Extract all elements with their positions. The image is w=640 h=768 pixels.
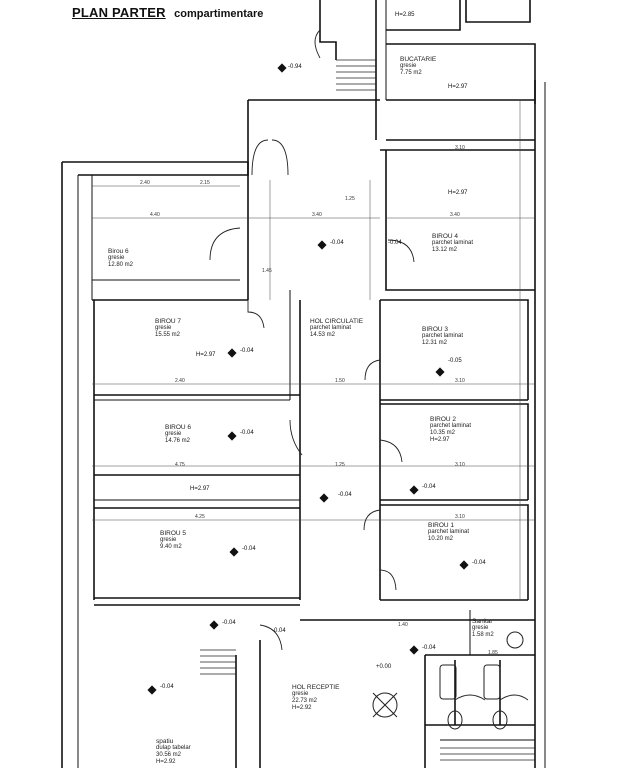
room-name: HOL CIRCULATIE bbox=[310, 318, 364, 325]
dimension-label: 3.40 bbox=[312, 212, 322, 218]
room-area: 14.53 m2 bbox=[310, 332, 336, 338]
plan-title-sub: compartimentare bbox=[174, 8, 264, 20]
height-mark: H=2.97 bbox=[196, 352, 216, 358]
room-birou-7: BIROU 7 gresie 15.55 m2 bbox=[155, 318, 181, 339]
room-area: 10.20 m2 bbox=[428, 536, 454, 542]
room-area: 12.31 m2 bbox=[422, 340, 448, 346]
room-area: 14.76 m2 bbox=[165, 438, 191, 444]
dimension-label: 4.75 bbox=[175, 462, 185, 468]
level-mark: -0.94 bbox=[288, 64, 302, 70]
room-hol-circulatie: HOL CIRCULATIE parchet laminat 14.53 m2 bbox=[310, 318, 363, 339]
room-name: BUCATARIE bbox=[400, 56, 437, 63]
room-floor: dulap tabelar bbox=[156, 745, 191, 751]
room-area: 30.56 m2 bbox=[156, 752, 182, 758]
dimension-label: 1.50 bbox=[335, 378, 345, 384]
level-mark: -0.04 bbox=[272, 628, 286, 634]
level-mark: -0.04 bbox=[330, 240, 344, 246]
room-name: HOL RECEPTIE bbox=[292, 684, 340, 691]
room-floor: gresie bbox=[400, 63, 417, 69]
room-floor: gresie bbox=[292, 691, 309, 697]
level-mark: -0.04 bbox=[388, 240, 402, 246]
room-spatiu: spatiu dulap tabelar 30.56 m2 H=2.92 bbox=[156, 738, 191, 766]
level-mark: -0.04 bbox=[242, 546, 256, 552]
room-area: 1.58 m2 bbox=[472, 632, 494, 638]
room-floor: gresie bbox=[155, 325, 172, 331]
room-area: 13.12 m2 bbox=[432, 247, 458, 253]
dimension-label: 2.40 bbox=[175, 378, 185, 384]
level-mark: -0.04 bbox=[240, 430, 254, 436]
room-floor: parchet laminat bbox=[430, 423, 472, 429]
room-name: BIROU 5 bbox=[160, 530, 187, 537]
level-mark: -0.04 bbox=[472, 560, 486, 566]
room-name: BIROU 1 bbox=[428, 522, 455, 529]
room-birou-6b: BIROU 6 gresie 14.76 m2 bbox=[165, 424, 191, 445]
level-mark: -0.04 bbox=[222, 620, 236, 626]
dimension-label: 3.10 bbox=[455, 514, 465, 520]
room-area: 22.73 m2 bbox=[292, 698, 318, 704]
plan-title-main: PLAN PARTER bbox=[72, 5, 166, 20]
room-floor: parchet laminat bbox=[432, 240, 474, 246]
dimension-label: 1.25 bbox=[335, 462, 345, 468]
room-name: BIROU 4 bbox=[432, 233, 459, 240]
room-birou-1: BIROU 1 parchet laminat 10.20 m2 bbox=[428, 522, 469, 543]
room-area: 7.75 m2 bbox=[400, 70, 422, 76]
room-floor: parchet laminat bbox=[310, 325, 352, 331]
room-name: BIROU 6 bbox=[165, 424, 192, 431]
room-area: 10.35 m2 bbox=[430, 430, 456, 436]
room-birou-4: BIROU 4 parchet laminat 13.12 m2 bbox=[432, 233, 473, 254]
room-floor: parchet laminat bbox=[428, 529, 470, 535]
room-area: 12.80 m2 bbox=[108, 262, 134, 268]
dimension-label: 1.45 bbox=[262, 268, 272, 274]
room-floor: parchet laminat bbox=[422, 333, 464, 339]
dimension-label: 1.40 bbox=[398, 622, 408, 628]
room-name: Birou 6 bbox=[108, 248, 129, 255]
level-mark: +0.00 bbox=[376, 664, 392, 670]
plan-title: PLAN PARTER compartimentare bbox=[72, 4, 263, 22]
room-name: BIROU 2 bbox=[430, 416, 457, 423]
room-area: 9.40 m2 bbox=[160, 544, 182, 550]
room-birou-6: Birou 6 gresie 12.80 m2 bbox=[108, 248, 133, 269]
level-mark: -0.04 bbox=[160, 684, 174, 690]
room-bucatarie: BUCATARIE gresie 7.75 m2 bbox=[400, 56, 436, 77]
room-name: BIROU 7 bbox=[155, 318, 182, 325]
dimension-label: 2.15 bbox=[200, 180, 210, 186]
level-mark: -0.04 bbox=[338, 492, 352, 498]
dimension-label: 3.10 bbox=[455, 378, 465, 384]
level-mark: -0.04 bbox=[422, 645, 436, 651]
room-height: H=2.92 bbox=[292, 705, 312, 711]
room-birou-5: BIROU 5 gresie 9.40 m2 bbox=[160, 530, 186, 551]
dimension-label: 4.40 bbox=[150, 212, 160, 218]
room-floor: gresie bbox=[108, 255, 125, 261]
room-birou-3: BIROU 3 parchet laminat 12.31 m2 bbox=[422, 326, 463, 347]
room-floor: gresie bbox=[165, 431, 182, 437]
room-height: H=2.97 bbox=[448, 84, 468, 90]
dimension-label: 3.10 bbox=[455, 145, 465, 151]
room-height: H=2.97 bbox=[430, 437, 450, 443]
room-sanitar: Sanitar gresie 1.58 m2 bbox=[472, 618, 494, 639]
room-floor: gresie bbox=[160, 537, 177, 543]
room-birou-2: BIROU 2 parchet laminat 10.35 m2 H=2.97 bbox=[430, 416, 471, 444]
height-mark: H=2.97 bbox=[190, 486, 210, 492]
room-name: BIROU 3 bbox=[422, 326, 449, 333]
room-name: spatiu bbox=[156, 738, 174, 745]
dimension-label: 1.85 bbox=[488, 650, 498, 656]
height-mark: H=2.85 bbox=[395, 12, 415, 18]
level-mark: -0.04 bbox=[240, 348, 254, 354]
dimension-label: 3.40 bbox=[450, 212, 460, 218]
room-height: H=2.92 bbox=[156, 759, 176, 765]
room-floor: gresie bbox=[472, 625, 489, 631]
dimension-label: 3.10 bbox=[455, 462, 465, 468]
room-name: Sanitar bbox=[472, 618, 493, 625]
room-area: 15.55 m2 bbox=[155, 332, 181, 338]
height-mark: H=2.97 bbox=[448, 190, 468, 196]
dimension-label: 2.40 bbox=[140, 180, 150, 186]
dimension-label: 1.25 bbox=[345, 196, 355, 202]
level-mark: -0.04 bbox=[422, 484, 436, 490]
level-mark: -0.05 bbox=[448, 358, 462, 364]
dimension-label: 4.25 bbox=[195, 514, 205, 520]
room-hol-receptie: HOL RECEPTIE gresie 22.73 m2 H=2.92 bbox=[292, 684, 339, 712]
